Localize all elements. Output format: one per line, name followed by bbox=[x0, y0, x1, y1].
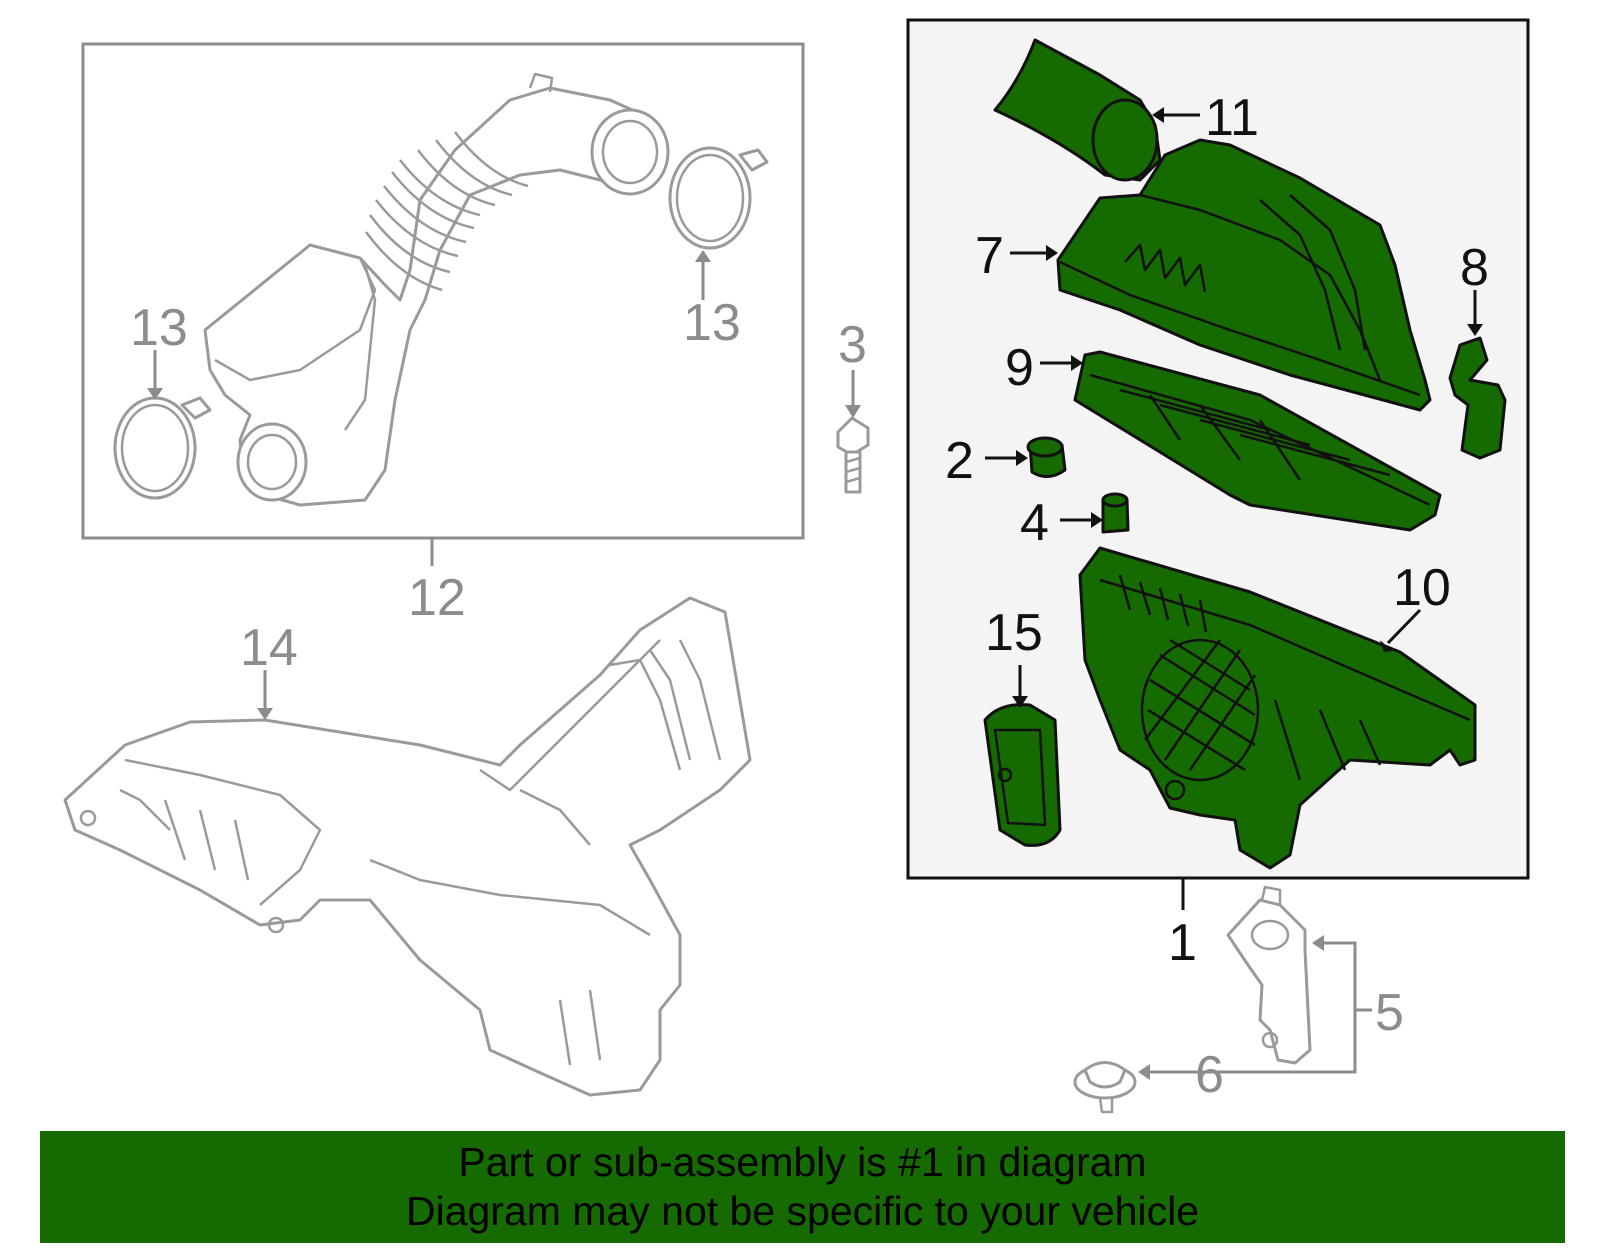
arrow-5 bbox=[1312, 935, 1324, 951]
callout-2: 2 bbox=[945, 432, 974, 490]
leader-10 bbox=[1386, 608, 1422, 645]
callout-11: 11 bbox=[1205, 89, 1259, 147]
arrow-2 bbox=[1016, 450, 1028, 466]
intake-hose-part[interactable] bbox=[203, 72, 670, 507]
air-duct-part[interactable] bbox=[63, 596, 752, 1097]
callout-13-right: 13 bbox=[683, 294, 741, 352]
arrow-10 bbox=[1380, 640, 1392, 652]
insulator-part[interactable] bbox=[1101, 492, 1130, 534]
arrow-14 bbox=[257, 708, 273, 720]
housing-seal-part[interactable] bbox=[983, 703, 1062, 847]
leader-5-6 bbox=[1180, 941, 1357, 1074]
mount-grommet-part[interactable] bbox=[1073, 1061, 1137, 1114]
hose-bellows-ribs bbox=[364, 131, 529, 292]
callout-1: 1 bbox=[1168, 914, 1197, 972]
notice-banner: Part or sub-assembly is #1 in diagram Di… bbox=[40, 1131, 1565, 1243]
callout-7: 7 bbox=[975, 227, 1004, 285]
arrow-13-left bbox=[147, 388, 163, 400]
mount-bracket-part[interactable] bbox=[1226, 885, 1312, 1065]
arrow-11 bbox=[1152, 107, 1164, 123]
inlet-duct-part[interactable] bbox=[993, 38, 1162, 182]
callout-14: 14 bbox=[240, 619, 298, 677]
callout-4: 4 bbox=[1020, 494, 1049, 552]
callout-10: 10 bbox=[1393, 559, 1451, 617]
arrow-13-right bbox=[695, 250, 711, 262]
hose-clamp-right-part[interactable] bbox=[668, 146, 769, 250]
callout-13-left: 13 bbox=[130, 299, 188, 357]
callout-15: 15 bbox=[985, 604, 1043, 662]
intake-hose-group-box bbox=[81, 42, 805, 540]
callout-12: 12 bbox=[408, 569, 466, 627]
arrow-8 bbox=[1467, 324, 1483, 336]
grommet-part[interactable] bbox=[1026, 436, 1067, 478]
callout-9: 9 bbox=[1005, 339, 1034, 397]
air-cleaner-lower-housing-part[interactable] bbox=[1078, 546, 1477, 870]
bracket-part[interactable] bbox=[1448, 336, 1507, 460]
arrow-7 bbox=[1046, 245, 1058, 261]
callout-6: 6 bbox=[1195, 1046, 1224, 1104]
callout-8: 8 bbox=[1460, 239, 1489, 297]
banner-line-1: Part or sub-assembly is #1 in diagram bbox=[458, 1139, 1147, 1185]
banner-line-2: Diagram may not be specific to your vehi… bbox=[405, 1188, 1199, 1234]
arrow-9 bbox=[1071, 355, 1083, 371]
arrow-15 bbox=[1012, 696, 1028, 708]
callout-5: 5 bbox=[1375, 984, 1404, 1042]
callout-3: 3 bbox=[838, 316, 867, 374]
arrow-4 bbox=[1091, 512, 1103, 528]
arrow-3 bbox=[845, 405, 861, 418]
air-filter-element-part[interactable] bbox=[1073, 350, 1442, 532]
air-cleaner-upper-housing-part[interactable] bbox=[1056, 138, 1432, 412]
bolt-part[interactable] bbox=[836, 416, 870, 494]
